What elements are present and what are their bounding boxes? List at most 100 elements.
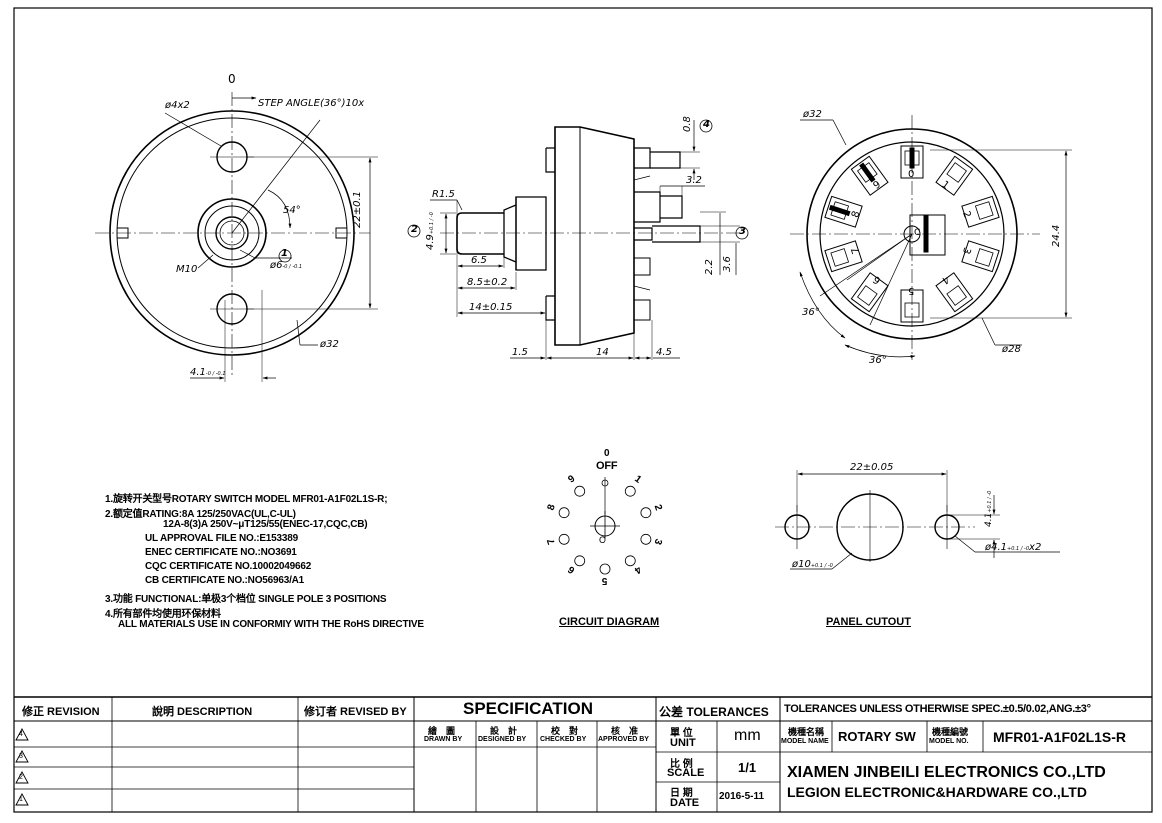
tb-model-no: MODEL NO.	[929, 738, 969, 745]
front-angle-54: 54°	[283, 205, 301, 216]
circuit-contact	[558, 533, 570, 545]
side-dim-49-value: 4.9	[425, 234, 436, 250]
circuit-caption: CIRCUIT DIAGRAM	[559, 616, 660, 628]
back-terminal	[900, 145, 924, 179]
sheet-border	[13, 7, 1153, 813]
circuit-contact	[574, 485, 586, 497]
revision-mark: 2	[19, 774, 23, 781]
back-terminal-label: 0	[908, 169, 915, 180]
side-dim-32: 3.2	[686, 175, 702, 186]
front-zero-label: 0	[228, 72, 236, 86]
tb-tolerance-text: TOLERANCES UNLESS OTHERWISE SPEC.±0.5/0.…	[784, 703, 1091, 715]
note-line: ENEC CERTIFICATE NO.:NO3691	[145, 547, 297, 558]
side-dim-36: 3.6	[722, 256, 733, 272]
back-terminal	[961, 195, 1000, 228]
revision-triangle-icon	[15, 793, 29, 806]
side-dim-22: 2.2	[704, 259, 715, 275]
cutout-dim-41: 4.1+0.1 / -0	[984, 491, 994, 527]
back-terminal	[850, 155, 889, 196]
tb-unit-cn: 單 位	[670, 728, 693, 739]
circuit-contact	[574, 555, 586, 567]
tb-revised-by: 修订者 REVISED BY	[304, 706, 407, 718]
circuit-contact	[640, 507, 652, 519]
circuit-diagram	[558, 477, 652, 575]
note-line: 3.功能 FUNCTIONAL:单极3个档位 SINGLE POLE 3 POS…	[105, 594, 387, 605]
front-thread: M10	[176, 264, 198, 275]
circuit-contact	[640, 533, 652, 545]
side-dim-15: 1.5	[512, 347, 528, 358]
cutout-dim-22: 22±0.05	[850, 462, 894, 473]
cutout-dim-41-value: 4.1	[984, 512, 994, 527]
side-dim-85: 8.5±0.2	[467, 277, 508, 288]
cutout-center-dia: ø10+0.1 / -0	[792, 559, 833, 570]
tb-drawn-cn: 繪 圖	[428, 726, 456, 736]
note-line: ALL MATERIALS USE IN CONFORMIY WITH THE …	[118, 619, 424, 630]
front-hole-label: ø4x2	[165, 100, 190, 111]
back-terminal	[935, 155, 974, 196]
cutout-center-tol: +0.1 / -0	[810, 563, 833, 569]
cutout-hole-dia-value: ø4.1	[985, 542, 1008, 553]
tb-model-name: MODEL NAME	[781, 738, 829, 745]
side-dim-45: 4.5	[656, 347, 672, 358]
tb-designed-cn: 設 計	[490, 726, 518, 736]
note-line: CB CERTIFICATE NO.:NO56963/A1	[145, 575, 305, 586]
side-dim-14-015: 14±0.15	[469, 302, 513, 313]
front-callout-1: 1	[281, 248, 288, 259]
cutout-caption: PANEL CUTOUT	[826, 616, 911, 628]
back-dia32: ø32	[803, 109, 822, 120]
front-dim-41-value: 4.1	[190, 367, 206, 378]
tb-approved: APPROVED BY	[598, 736, 649, 743]
panel-cutout	[775, 470, 1060, 570]
side-view	[407, 119, 749, 360]
tb-checked-cn: 校 對	[551, 726, 579, 736]
revision-mark: 3	[19, 753, 23, 760]
tb-date-cn: 日 期	[670, 788, 693, 799]
circuit-contact	[624, 555, 636, 567]
circuit-contact	[558, 507, 570, 519]
tb-model-name-value: ROTARY SW	[838, 729, 916, 744]
back-terminal	[935, 272, 974, 313]
back-terminal	[900, 289, 924, 323]
revision-triangle-icon	[15, 728, 29, 741]
tb-company-1: XIAMEN JINBEILI ELECTRONICS CO.,LTD	[787, 764, 1106, 781]
side-dim-49-tol: +0.1 / -0	[429, 212, 435, 235]
back-center-label: C	[914, 228, 921, 238]
tb-scale-cn: 比 例	[670, 759, 693, 770]
front-shaft-dia-value: ø6	[270, 260, 283, 271]
tb-unit-value: mm	[734, 727, 761, 744]
back-terminal	[824, 240, 863, 273]
cutout-center-dia-value: ø10	[792, 559, 811, 570]
note-line: CQC CERTIFICATE NO.10002049662	[145, 561, 312, 572]
circuit-contact	[599, 563, 611, 575]
back-terminal	[850, 272, 889, 313]
tb-tolerances: 公差 TOLERANCES	[659, 705, 769, 719]
revision-triangle-icon	[15, 750, 29, 763]
tb-model-name-cn: 機種名稱	[788, 727, 825, 737]
tb-model-no-cn: 機種編號	[932, 727, 969, 737]
front-outer-dia: ø32	[320, 339, 339, 350]
side-callout-3: 3	[739, 226, 746, 237]
front-shaft-dia: ø6-0 / -0.1	[270, 260, 302, 271]
tb-date-value: 2016-5-11	[719, 791, 765, 802]
back-terminal-label: 5	[908, 285, 915, 296]
tb-checked: CHECKED BY	[540, 736, 587, 743]
back-view	[790, 115, 1072, 360]
tb-approved-cn: 核 准	[611, 726, 639, 736]
circuit-contact	[601, 479, 609, 487]
cutout-hole-tol: +0.1 / -0	[1007, 546, 1030, 552]
revision-mark: 4	[19, 731, 23, 738]
cutout-hole-count: x2	[1029, 542, 1042, 553]
cutout-dim-41-tol: +0.1 / -0	[987, 490, 993, 513]
title-block-frame	[14, 696, 1152, 812]
front-dim-22: 22±0.1	[352, 190, 363, 228]
tb-scale: SCALE	[667, 767, 705, 779]
front-shaft-dia-tol: -0 / -0.1	[282, 264, 303, 270]
tb-designed: DESIGNED BY	[478, 736, 527, 743]
front-dim-41: 4.1-0 / -0.1	[190, 367, 226, 378]
note-line: 12A-8(3)A 250V~μT125/55(ENEC-17,CQC,CB)	[163, 519, 368, 530]
side-dim-65: 6.5	[471, 255, 487, 266]
tb-unit: UNIT	[670, 737, 696, 749]
note-line: 1.旋转开关型号ROTARY SWITCH MODEL MFR01-A1F02L…	[105, 494, 388, 505]
circuit-off: OFF	[596, 460, 618, 472]
